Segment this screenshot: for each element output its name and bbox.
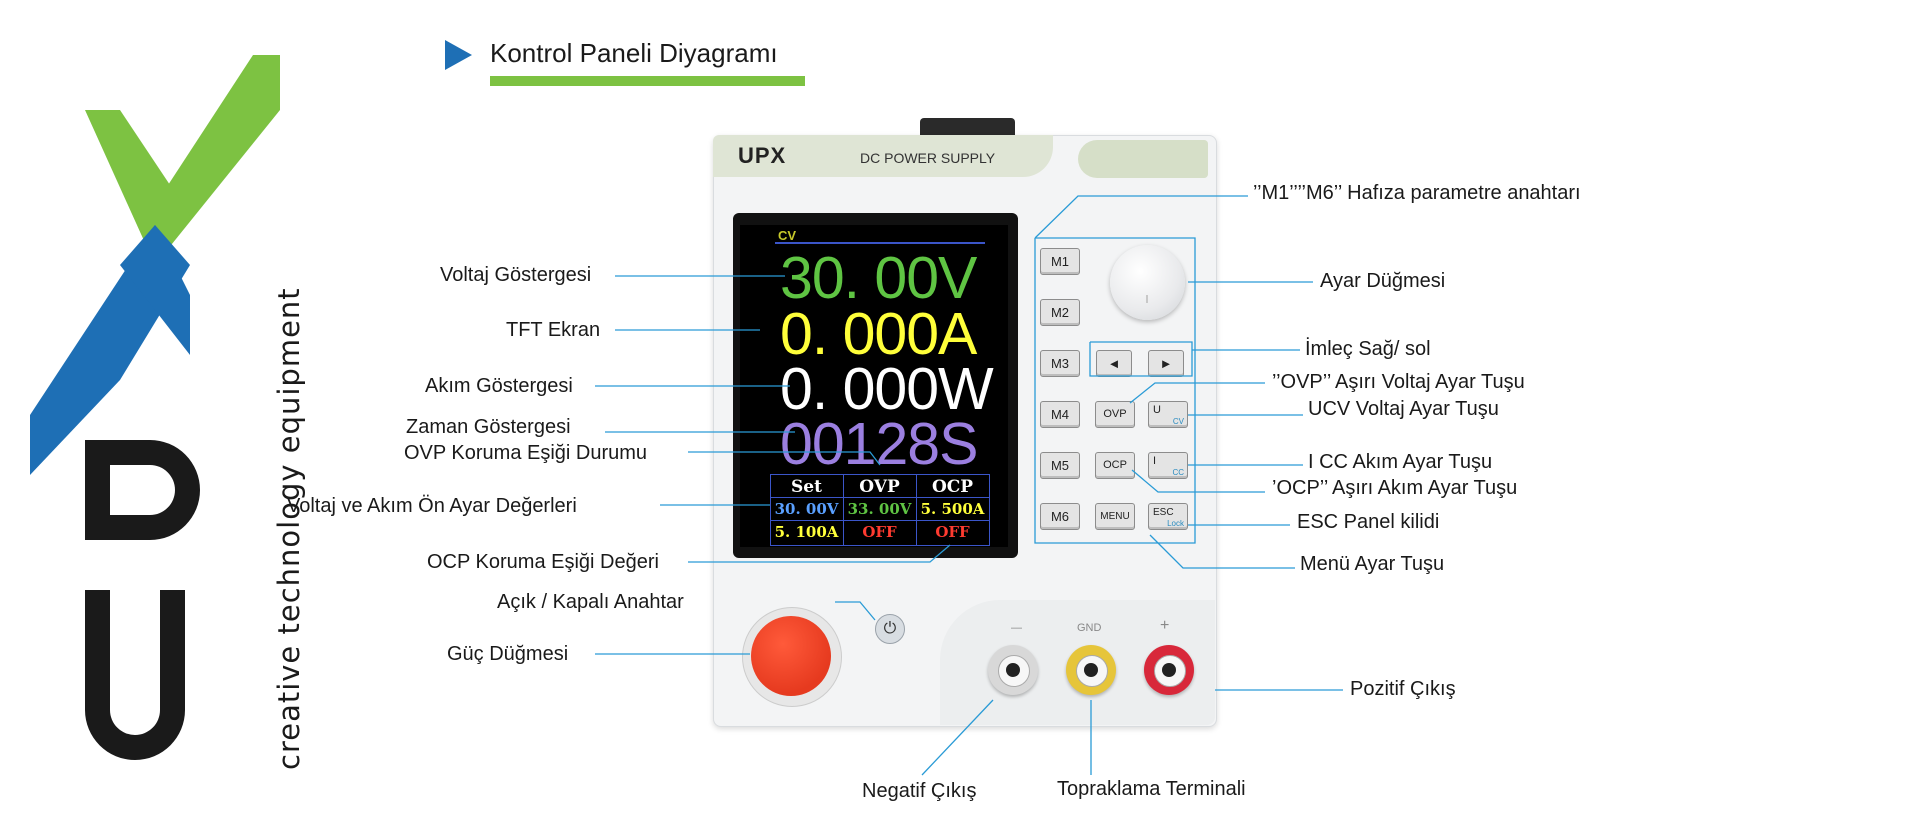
table-hline	[770, 497, 990, 498]
screen-divider	[775, 242, 985, 244]
positive-terminal[interactable]	[1144, 645, 1194, 695]
label-ovp-status: OVP Koruma Eşiği Durumu	[404, 442, 648, 464]
label-ground-terminal: Topraklama Terminali	[1057, 778, 1246, 800]
table-ocp-value: 5. 500A	[920, 500, 985, 518]
table-header-ocp: OCP	[931, 477, 974, 497]
label-preset-values: Voltaj ve Akım Ön Ayar Değerleri	[287, 495, 577, 517]
label-ovp-key: ’’OVP’’ Aşırı Voltaj Ayar Tuşu	[1272, 371, 1525, 393]
terminal-neg-label: —	[1011, 622, 1022, 634]
screen-current: 0. 000A	[780, 301, 977, 367]
table-set-current: 5. 100A	[774, 523, 839, 541]
label-ocp-key: ’OCP’’ Aşırı Akım Ayar Tuşu	[1272, 477, 1518, 499]
table-ovp-value: 33. 00V	[847, 500, 912, 518]
icc-button-label: I	[1153, 455, 1157, 467]
menu-button[interactable]: MENU	[1095, 503, 1135, 530]
label-ucv-key: UCV Voltaj Ayar Tuşu	[1308, 398, 1499, 420]
power-icon[interactable]: ⏻	[875, 614, 905, 644]
brand-x-logo	[30, 55, 280, 475]
table-set-voltage: 30. 00V	[774, 500, 839, 518]
terminal-pos-label: +	[1160, 617, 1170, 634]
ocp-button[interactable]: OCP	[1095, 452, 1135, 479]
screen-settings-table	[770, 474, 990, 546]
esc-button[interactable]: ESC Lock	[1148, 503, 1188, 530]
power-button[interactable]	[751, 616, 831, 696]
label-cursor-keys: İmleç Sağ/ sol	[1305, 338, 1431, 360]
table-header-set: Set	[791, 477, 822, 497]
m4-button[interactable]: M4	[1040, 401, 1080, 428]
table-hline	[770, 520, 990, 521]
ucv-button-sub: CV	[1172, 417, 1184, 426]
label-negative-output: Negatif Çıkış	[862, 780, 977, 802]
cursor-group-box	[1089, 341, 1193, 377]
table-vline	[843, 474, 844, 546]
screen-voltage: 30. 00V	[780, 245, 977, 311]
adjust-knob[interactable]	[1110, 245, 1185, 320]
device-logo: UPX	[738, 143, 787, 168]
label-esc-key: ESC Panel kilidi	[1297, 511, 1440, 533]
ucv-button-label: U	[1153, 404, 1161, 416]
label-onoff-switch: Açık / Kapalı Anahtar	[497, 591, 684, 613]
title-text: Kontrol Paneli Diyagramı	[490, 38, 778, 68]
device-name: DC POWER SUPPLY	[860, 150, 996, 166]
label-positive-output: Pozitif Çıkış	[1350, 678, 1456, 700]
ovp-button[interactable]: OVP	[1095, 401, 1135, 428]
ground-terminal[interactable]	[1066, 645, 1116, 695]
device-handle	[920, 118, 1015, 140]
table-vline	[916, 474, 917, 546]
label-time-display: Zaman Göstergesi	[406, 416, 571, 438]
label-adjust-knob: Ayar Düğmesi	[1320, 270, 1446, 292]
memory-group-box	[1034, 237, 1196, 544]
label-power-button: Güç Düğmesi	[447, 643, 569, 665]
label-ocp-value: OCP Koruma Eşiği Değeri	[427, 551, 659, 573]
label-memory-keys: ’’M1’’’’M6’’ Hafıza parametre anahtarı	[1253, 182, 1581, 204]
m3-button[interactable]: M3	[1040, 350, 1080, 377]
ucv-button[interactable]: U CV	[1148, 401, 1188, 428]
esc-button-sub: Lock	[1167, 519, 1184, 528]
esc-button-label: ESC	[1153, 507, 1174, 518]
device-top-strip-right	[1078, 140, 1208, 178]
icc-button-sub: CC	[1172, 468, 1184, 477]
screen-power: 0. 000W	[780, 356, 994, 422]
table-ovp-status: OFF	[862, 523, 897, 541]
label-current-display: Akım Göstergesi	[425, 375, 573, 397]
m6-button[interactable]: M6	[1040, 503, 1080, 530]
terminal-core	[1084, 663, 1098, 677]
cursor-right-button[interactable]: ►	[1148, 350, 1184, 377]
table-header-ovp: OVP	[859, 477, 900, 497]
screen-mode: CV	[778, 228, 797, 243]
title-arrow-icon	[445, 40, 472, 70]
terminal-core	[1162, 663, 1176, 677]
screen-time: 00128S	[780, 411, 978, 477]
brand-upx-logo	[85, 440, 200, 760]
cursor-left-button[interactable]: ◄	[1096, 350, 1132, 377]
knob-mark	[1146, 295, 1148, 303]
table-ocp-status: OFF	[935, 523, 970, 541]
terminal-core	[1006, 663, 1020, 677]
m5-button[interactable]: M5	[1040, 452, 1080, 479]
label-menu-key: Menü Ayar Tuşu	[1300, 553, 1445, 575]
m1-button[interactable]: M1	[1040, 248, 1080, 275]
device-top-strip	[713, 135, 1053, 177]
terminal-gnd-label: GND	[1077, 622, 1102, 634]
m2-button[interactable]: M2	[1040, 299, 1080, 326]
label-voltage-display: Voltaj Göstergesi	[440, 264, 592, 286]
label-icc-key: I CC Akım Ayar Tuşu	[1308, 451, 1493, 473]
label-tft-screen: TFT Ekran	[506, 319, 601, 341]
title-underline	[490, 76, 805, 86]
negative-terminal[interactable]	[988, 645, 1038, 695]
icc-button[interactable]: I CC	[1148, 452, 1188, 479]
